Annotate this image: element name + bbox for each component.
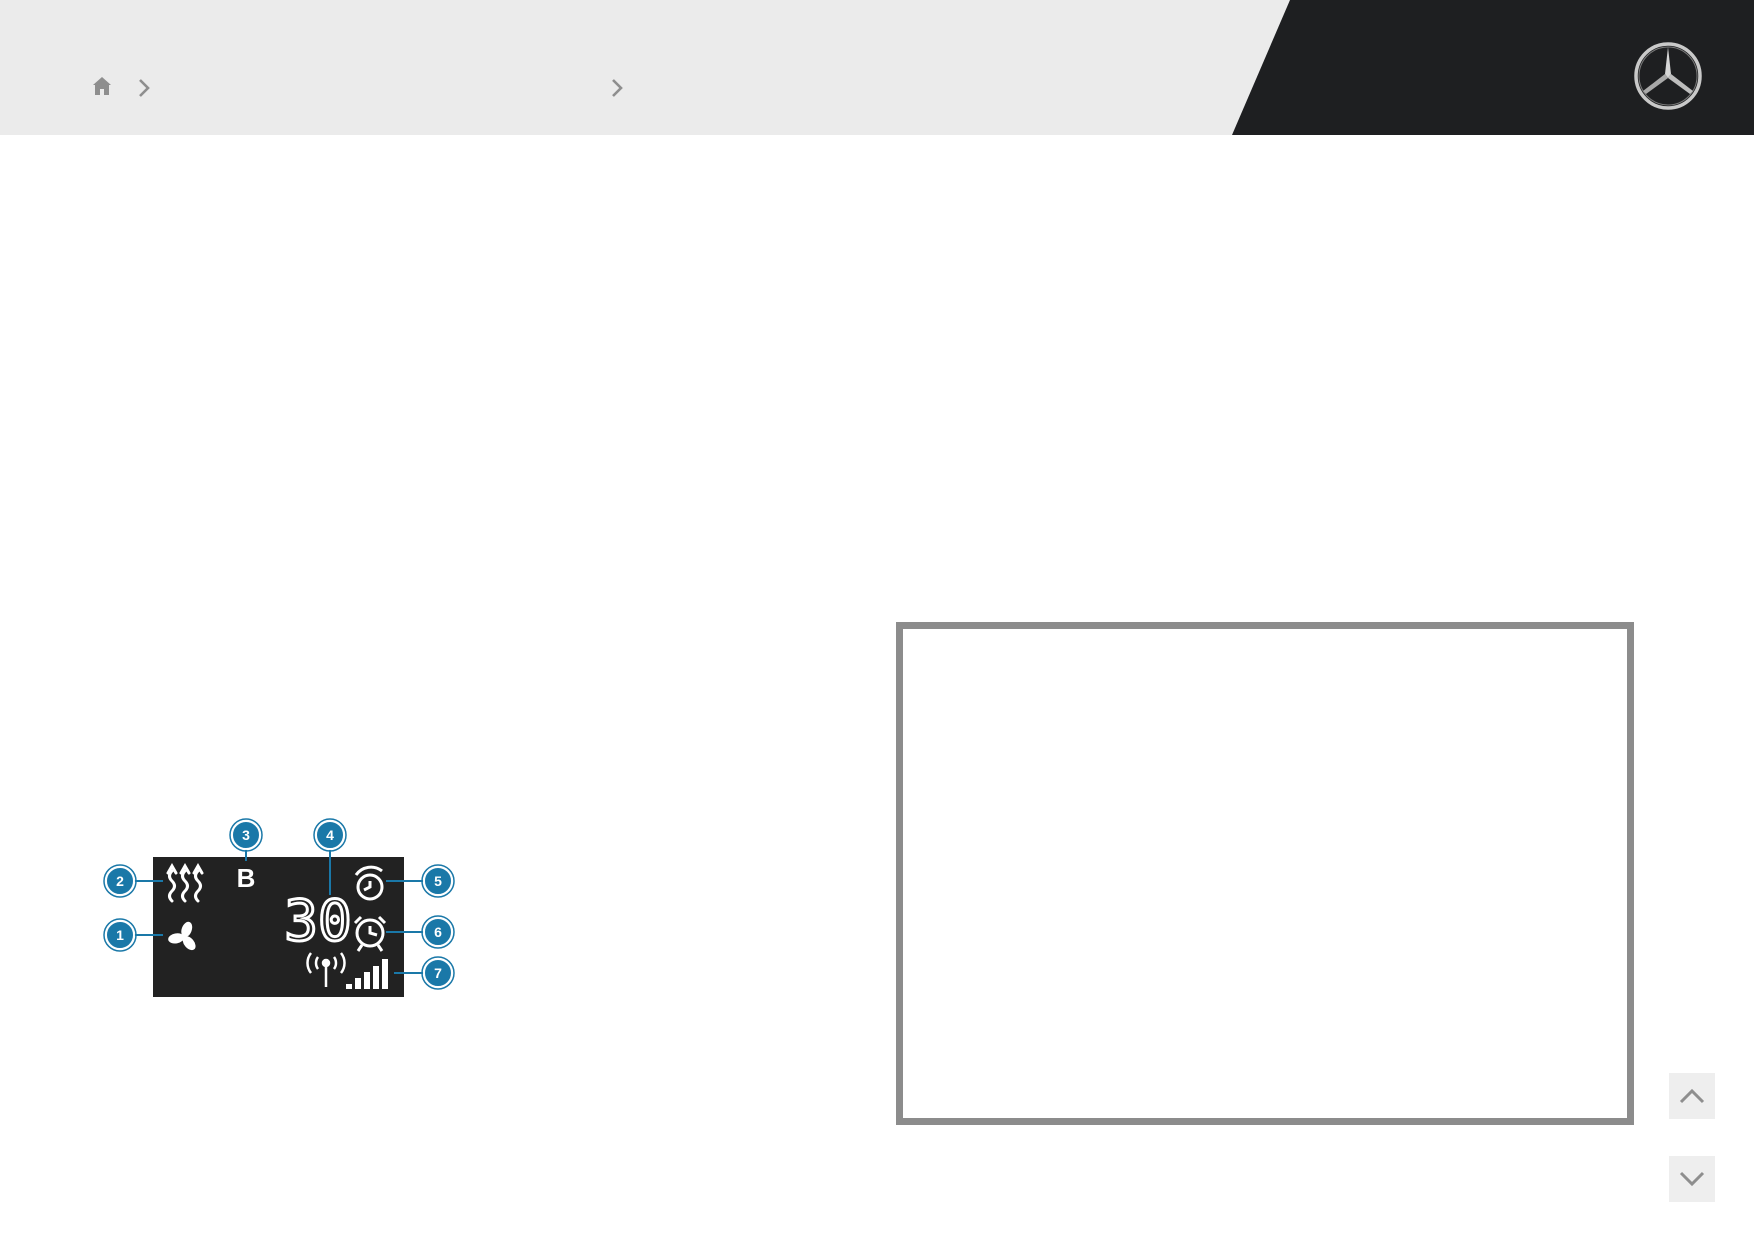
chevron-up-icon bbox=[1679, 1088, 1705, 1104]
svg-text:1: 1 bbox=[116, 927, 124, 943]
scroll-up-button[interactable] bbox=[1669, 1073, 1715, 1119]
heating-icon bbox=[166, 862, 204, 903]
chevron-down-icon bbox=[1679, 1171, 1705, 1187]
svg-text:6: 6 bbox=[434, 924, 442, 940]
header-dark-panel bbox=[1232, 0, 1754, 135]
svg-text:3: 3 bbox=[242, 827, 250, 843]
callout-5: 5 bbox=[421, 864, 455, 898]
control-display-figure: B 30 1 2 3 bbox=[103, 818, 455, 997]
svg-text:7: 7 bbox=[434, 965, 442, 981]
callout-3: 3 bbox=[229, 818, 263, 852]
svg-text:2: 2 bbox=[116, 873, 124, 889]
mercedes-star-logo[interactable] bbox=[1632, 40, 1704, 112]
display-screen bbox=[153, 857, 404, 997]
chevron-right-icon bbox=[605, 74, 629, 102]
content-panel bbox=[896, 622, 1634, 1125]
callout-6: 6 bbox=[421, 915, 455, 949]
svg-text:4: 4 bbox=[326, 827, 334, 843]
chevron-right-icon bbox=[132, 74, 156, 102]
fan-icon bbox=[168, 921, 196, 951]
callout-1: 1 bbox=[103, 918, 137, 952]
antenna-icon bbox=[306, 952, 346, 987]
mode-letter: B bbox=[237, 863, 256, 893]
svg-text:5: 5 bbox=[434, 873, 442, 889]
alarm-clock-icon bbox=[353, 915, 387, 952]
callout-7: 7 bbox=[421, 956, 455, 990]
timer-icon bbox=[354, 865, 384, 901]
signal-strength-icon bbox=[346, 959, 388, 989]
callout-4: 4 bbox=[313, 818, 347, 852]
display-digits: 30 bbox=[284, 889, 351, 954]
home-icon[interactable] bbox=[88, 72, 116, 100]
scroll-down-button[interactable] bbox=[1669, 1156, 1715, 1202]
callout-2: 2 bbox=[103, 864, 137, 898]
